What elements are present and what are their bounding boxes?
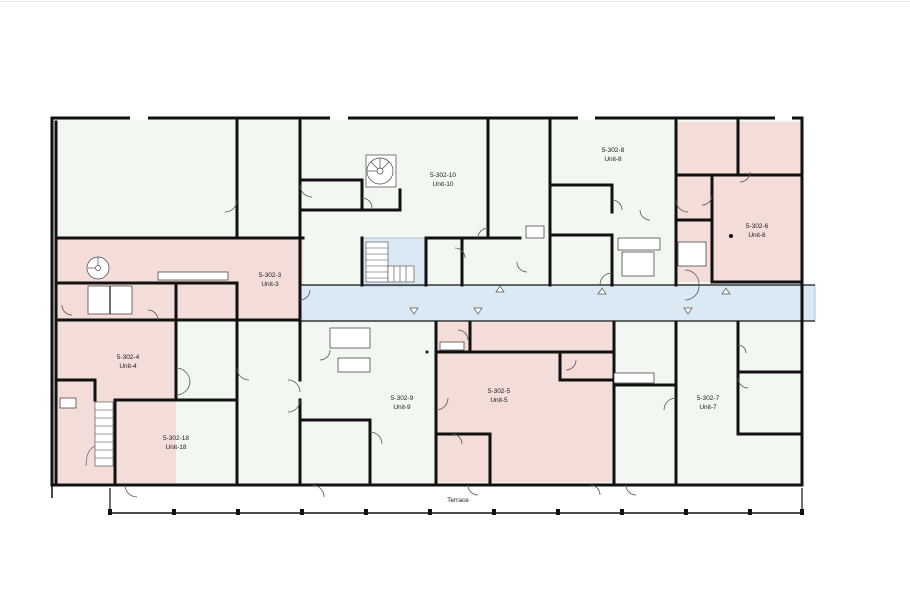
unit-8-name: Unit-8 <box>604 156 622 163</box>
unit-18-name: Unit-18 <box>166 444 187 451</box>
unit-7-name: Unit-7 <box>699 404 717 411</box>
unit-9-name: Unit-9 <box>393 404 411 411</box>
unit-6-name: Unit-6 <box>748 232 766 239</box>
unit-8-number: 5-302-8 <box>602 147 625 154</box>
unit-5-name: Unit-5 <box>490 397 508 404</box>
outer-walls <box>50 116 804 487</box>
terrace-doors <box>124 484 637 498</box>
unit-6-number: 5-302-6 <box>746 223 769 230</box>
unit-labels: 5-302-10 Unit-10 5-302-8 Unit-8 5-302-6 … <box>117 147 769 451</box>
restroom-fixtures <box>59 225 733 409</box>
unit-3-number: 5-302-3 <box>259 272 282 279</box>
corridor <box>299 237 816 322</box>
staircase-core <box>365 241 415 283</box>
exit-markers <box>409 285 731 315</box>
corridor-walls <box>300 284 815 322</box>
stair-unit-4 <box>85 401 114 467</box>
unit-3-name: Unit-3 <box>261 281 279 288</box>
unit-4-number: 5-302-4 <box>117 354 140 361</box>
terrace-label: Terrace <box>447 497 469 504</box>
terrace <box>51 485 803 514</box>
unit-7-number: 5-302-7 <box>697 395 720 402</box>
unit-5-area <box>436 322 614 482</box>
interior-walls <box>54 118 804 485</box>
unit-10-number: 5-302-10 <box>430 172 456 179</box>
unit-4-name: Unit-4 <box>119 363 137 370</box>
terrace-posts <box>108 509 804 515</box>
unit-5-number: 5-302-5 <box>488 388 511 395</box>
spiral-stair-unit-10 <box>365 154 397 188</box>
door-swings <box>61 171 751 445</box>
unit-10-name: Unit-10 <box>433 181 454 188</box>
unit-18-number: 5-302-18 <box>163 435 189 442</box>
unit-9-number: 5-302-9 <box>391 395 414 402</box>
spiral-stair-unit-3 <box>86 256 110 280</box>
